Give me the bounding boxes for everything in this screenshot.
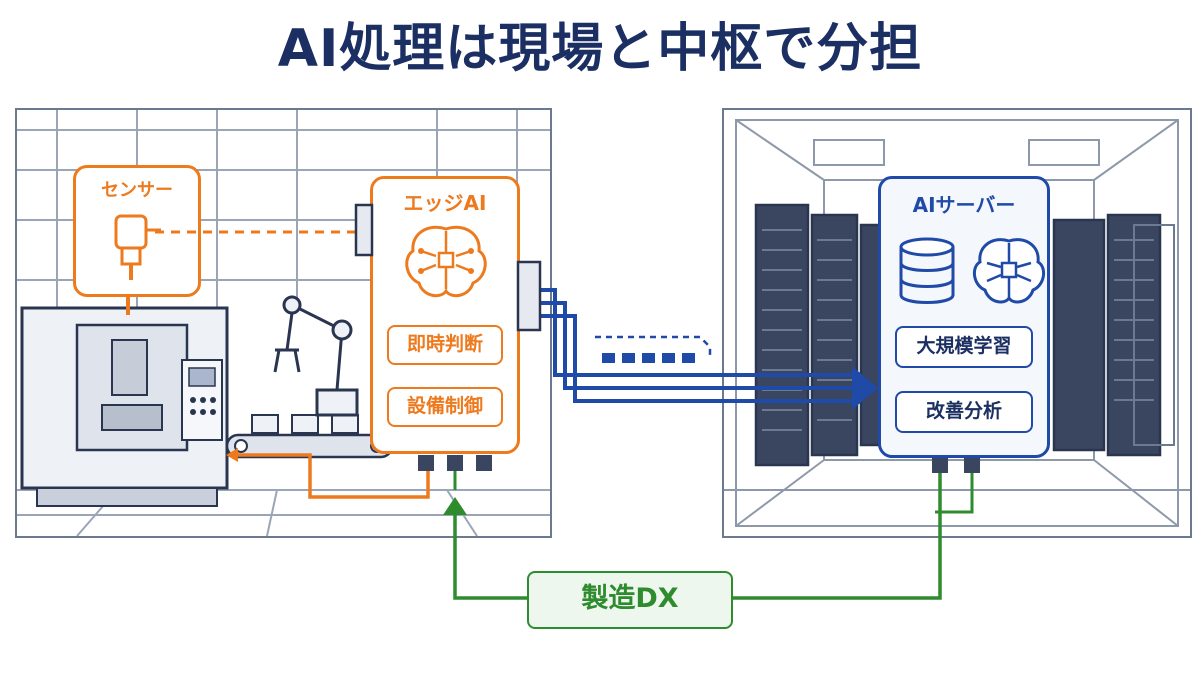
server-room-background <box>724 119 1190 527</box>
edge-ai-box: エッジAI 即時判断 設備制御 <box>370 176 520 454</box>
server-item-training: 大規模学習 <box>895 326 1033 368</box>
ai-server-box: AIサーバー 大規模学習 改善分析 <box>878 176 1050 458</box>
sensor-icon <box>114 214 161 280</box>
door <box>1133 224 1175 446</box>
edge-item-realtime: 即時判断 <box>387 325 503 365</box>
server-item-analysis: 改善分析 <box>895 391 1033 433</box>
edge-ai-label: エッジAI <box>403 191 487 215</box>
server-rack-icon <box>754 203 1162 467</box>
factory-background <box>17 110 550 536</box>
edge-item-control: 設備制御 <box>387 387 503 427</box>
sensor-label: センサー <box>101 180 173 201</box>
brain-circuit-icon <box>405 225 487 298</box>
manufacturing-dx-label: 製造DX <box>527 571 733 629</box>
brain-circuit-icon <box>972 238 1046 304</box>
database-icon <box>899 237 955 304</box>
ai-server-label: AIサーバー <box>912 193 1016 217</box>
page-title: AI処理は現場と中枢で分担 <box>277 19 923 79</box>
cnc-machine <box>20 306 229 507</box>
conveyor-belt <box>225 414 394 459</box>
robot-arm-icon <box>273 295 359 417</box>
